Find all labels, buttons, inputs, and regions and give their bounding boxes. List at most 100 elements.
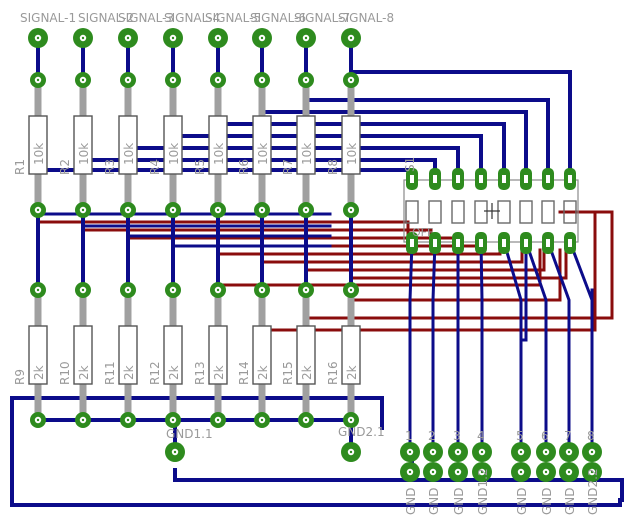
r-top-name-4: R4 xyxy=(148,159,162,175)
header-gnd-label-6: GND xyxy=(540,487,554,515)
r-top-name-5: R5 xyxy=(193,159,207,175)
r-bottom-pad-b-6 xyxy=(254,412,270,428)
r-top-value-1: 10k xyxy=(32,143,46,165)
header-gnd-label-4: GND1.2 xyxy=(476,468,490,515)
signal-label-8: SIGNAL-8 xyxy=(338,11,394,25)
r-bottom-value-3: 2k xyxy=(122,365,136,380)
r-top-pad-a-4 xyxy=(165,72,181,88)
switch-off-label: OFF xyxy=(412,226,433,239)
r-bottom-pad-a-7 xyxy=(298,282,314,298)
header-gnd-label-5: GND xyxy=(515,487,529,515)
resistor-bottom-4 xyxy=(163,290,183,420)
header-gnd-label-7: GND xyxy=(563,487,577,515)
r-bottom-pad-a-3 xyxy=(120,282,136,298)
r-bottom-pad-b-8 xyxy=(343,412,359,428)
r-bottom-name-6: R14 xyxy=(237,361,251,385)
top-layer-traces xyxy=(10,36,624,507)
r-bottom-value-5: 2k xyxy=(212,365,226,380)
r-top-pad-b-6 xyxy=(254,202,270,218)
header-number-2: 2 xyxy=(428,429,436,443)
signal-pad-5 xyxy=(208,28,228,48)
resistor-bottom-1 xyxy=(28,290,48,420)
r-top-name-7: R7 xyxy=(281,159,295,175)
switch-outline xyxy=(403,179,579,243)
header-number-4: 4 xyxy=(477,429,485,443)
resistor-top-4 xyxy=(163,80,183,210)
resistor-top-6 xyxy=(252,80,272,210)
switch-lever-1 xyxy=(405,200,419,224)
signal-label-7: SIGNAL-7 xyxy=(294,11,350,25)
r-bottom-pad-a-1 xyxy=(30,282,46,298)
r-top-value-6: 10k xyxy=(256,143,270,165)
gnd1-label: GND1.1 xyxy=(166,427,213,441)
resistor-top-1 xyxy=(28,80,48,210)
r-bottom-pad-a-5 xyxy=(210,282,226,298)
r-top-pad-a-7 xyxy=(298,72,314,88)
blue-trace-top-5 xyxy=(171,134,483,180)
gnd1-header-link xyxy=(173,453,414,482)
header-number-7: 7 xyxy=(564,429,572,443)
signal-pad-3 xyxy=(118,28,138,48)
component-pads xyxy=(28,28,602,482)
signal-pad-2 xyxy=(73,28,93,48)
switch-lever-7 xyxy=(541,200,555,224)
r-top-pad-b-2 xyxy=(75,202,91,218)
r-top-name-2: R2 xyxy=(58,159,72,175)
r-top-pad-a-8 xyxy=(343,72,359,88)
resistor-top-7 xyxy=(296,80,316,210)
signal-pad-6 xyxy=(252,28,272,48)
switch-lever-5 xyxy=(497,200,511,224)
r-top-value-5: 10k xyxy=(212,143,226,165)
resistor-top-2 xyxy=(73,80,93,210)
r-top-value-8: 10k xyxy=(345,143,359,165)
dip-switch-s1 xyxy=(403,179,579,243)
header-pad-top-1 xyxy=(400,442,420,462)
switch-to-header-5 xyxy=(502,240,523,450)
r-top-pad-b-5 xyxy=(210,202,226,218)
r-bottom-pad-a-2 xyxy=(75,282,91,298)
header-pad-bottom-7 xyxy=(559,462,579,482)
r-top-pad-a-3 xyxy=(120,72,136,88)
signal-pad-8 xyxy=(341,28,361,48)
header-pad-top-6 xyxy=(536,442,556,462)
r-top-name-8: R8 xyxy=(326,159,340,175)
resistor-top-5 xyxy=(208,80,228,210)
switch-lever-2 xyxy=(428,200,442,224)
resistor-bodies xyxy=(28,80,361,420)
header-pad-bottom-8 xyxy=(582,462,602,482)
signal-label-1: SIGNAL-1 xyxy=(20,11,76,25)
r-top-name-3: R3 xyxy=(103,159,117,175)
r-bottom-name-8: R16 xyxy=(326,361,340,385)
header-pad-top-3 xyxy=(448,442,468,462)
signal-label-3: SIGNAL-3 xyxy=(118,11,174,25)
header-pad-bottom-6 xyxy=(536,462,556,482)
header-pad-top-7 xyxy=(559,442,579,462)
red-trace-return-c xyxy=(349,248,562,302)
r-bottom-pad-b-4 xyxy=(165,412,181,428)
r-bottom-value-1: 2k xyxy=(32,365,46,380)
header-pad-top-4 xyxy=(472,442,492,462)
resistor-top-8 xyxy=(341,80,361,210)
resistor-bottom-6 xyxy=(252,290,272,420)
switch-to-header-extra-a xyxy=(519,240,528,450)
blue-trace-top-2 xyxy=(304,98,550,180)
ground-loop-bottom xyxy=(10,396,622,507)
switch-lever-8 xyxy=(563,200,577,224)
switch-to-header-2 xyxy=(431,240,437,450)
switch-to-header-4 xyxy=(479,240,484,450)
r-bottom-pad-a-6 xyxy=(254,282,270,298)
r-bottom-pad-b-2 xyxy=(75,412,91,428)
r-bottom-name-4: R12 xyxy=(148,361,162,385)
header-pad-bottom-2 xyxy=(423,462,443,482)
r-bottom-name-5: R13 xyxy=(193,361,207,385)
r-bottom-value-7: 2k xyxy=(300,365,314,380)
r-bottom-value-2: 2k xyxy=(77,365,91,380)
header-number-5: 5 xyxy=(516,429,524,443)
r-bottom-pad-a-4 xyxy=(165,282,181,298)
header-gnd-label-8: GND2.2 xyxy=(586,468,600,515)
signal-pad-1 xyxy=(28,28,48,48)
r-bottom-name-7: R15 xyxy=(281,361,295,385)
r-bottom-name-3: R11 xyxy=(103,361,117,385)
